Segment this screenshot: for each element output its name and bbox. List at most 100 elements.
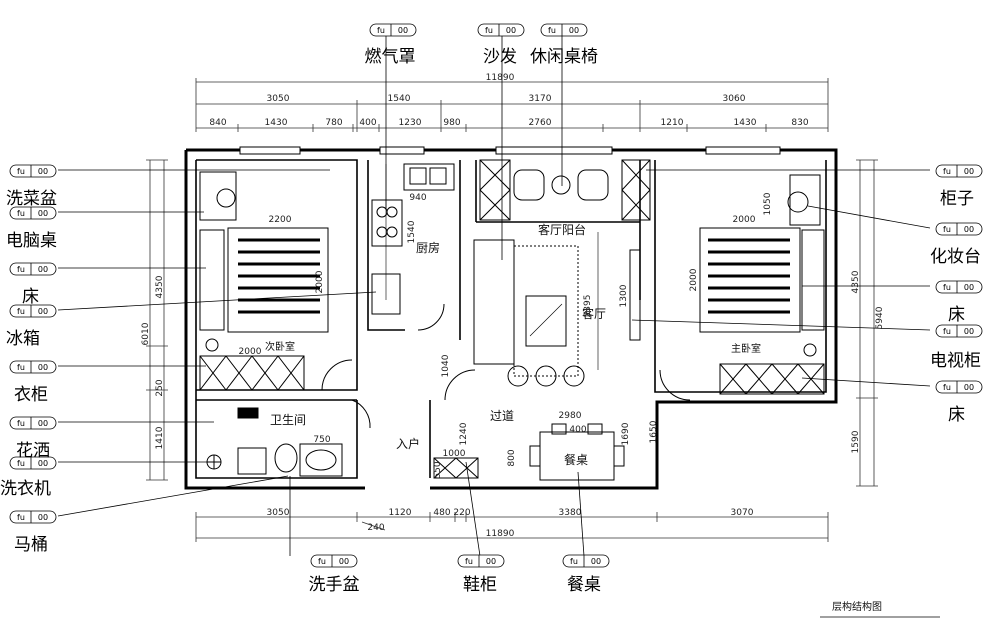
dim-left-mid: 4350 bbox=[155, 275, 165, 298]
kitchen-fixtures bbox=[371, 163, 455, 331]
room-secondary-bedroom: 次卧室 bbox=[265, 340, 295, 353]
label-sofa: 沙发 bbox=[483, 47, 517, 67]
dim-seg-3: 780 bbox=[325, 118, 342, 128]
callout-tag: fu 00 bbox=[540, 23, 588, 37]
svg-text:1000: 1000 bbox=[443, 449, 466, 459]
dim-seg-8: 1210 bbox=[661, 118, 684, 128]
dim-bottom-4: 220 bbox=[453, 508, 470, 518]
leader-lines bbox=[57, 36, 931, 557]
windows bbox=[239, 146, 781, 155]
master-bedroom-furniture bbox=[659, 174, 825, 401]
tag-left-text: fu bbox=[17, 307, 25, 316]
side-dimensions bbox=[146, 159, 878, 487]
tag-right-text: 00 bbox=[569, 26, 579, 35]
dim-bottom-3: 480 bbox=[433, 508, 450, 518]
bathroom-fixtures bbox=[206, 399, 371, 477]
dim-left-b1: 250 bbox=[155, 379, 165, 396]
tag-right-text: 00 bbox=[486, 557, 496, 566]
svg-text:1050: 1050 bbox=[763, 192, 773, 215]
dining-furniture bbox=[433, 423, 625, 481]
svg-text:2000: 2000 bbox=[315, 270, 325, 293]
dim-right-mid: 4350 bbox=[851, 270, 861, 293]
label-washing-machine: 洗衣机 bbox=[0, 479, 51, 499]
room-dining: 餐桌 bbox=[564, 452, 588, 467]
tags: fu 00 fu 00 fu 00 fu 00 fu 00 fu 00 fu 00 fu 00 fu 00 fu 00… bbox=[9, 23, 983, 568]
svg-text:1040: 1040 bbox=[441, 354, 451, 377]
tag-right-text: 00 bbox=[339, 557, 349, 566]
inner-walls bbox=[195, 159, 827, 479]
tag-left-text: fu bbox=[485, 26, 493, 35]
dim-total-top: 11890 bbox=[486, 73, 515, 83]
svg-text:2000: 2000 bbox=[239, 347, 262, 357]
dim-total-bottom: 11890 bbox=[486, 529, 515, 539]
top-dimensions bbox=[195, 78, 829, 132]
dim-top-4: 3060 bbox=[723, 94, 746, 104]
tag-left-text: fu bbox=[943, 167, 951, 176]
callout-tag: fu 00 bbox=[935, 222, 983, 236]
secondary-bedroom-furniture bbox=[199, 171, 353, 391]
label-gas-hood: 燃气罩 bbox=[365, 47, 416, 67]
bottom-dimensions bbox=[195, 512, 829, 542]
tag-left-text: fu bbox=[943, 327, 951, 336]
dim-bottom-extra: 240 bbox=[367, 523, 384, 533]
tag-right-text: 00 bbox=[38, 209, 48, 218]
svg-text:1240: 1240 bbox=[459, 422, 469, 445]
label-bed-master-2: 床 bbox=[948, 405, 965, 425]
svg-text:550: 550 bbox=[433, 461, 443, 478]
svg-text:800: 800 bbox=[507, 449, 517, 466]
drawing-title: 层构结构图 bbox=[832, 600, 882, 613]
tag-right-text: 00 bbox=[964, 225, 974, 234]
label-cabinet: 柜子 bbox=[940, 189, 974, 209]
label-fridge: 冰箱 bbox=[6, 329, 40, 349]
svg-text:2000: 2000 bbox=[689, 268, 699, 291]
tag-left-text: fu bbox=[17, 363, 25, 372]
callout-tag: fu 00 bbox=[9, 416, 57, 430]
label-wash-basin-kitchen: 洗菜盆 bbox=[6, 189, 57, 209]
tag-right-text: 00 bbox=[38, 419, 48, 428]
tag-right-text: 00 bbox=[398, 26, 408, 35]
tag-left-text: fu bbox=[17, 513, 25, 522]
svg-text:1300: 1300 bbox=[619, 284, 629, 307]
dim-right-lower: 1590 bbox=[851, 430, 861, 453]
tag-left-text: fu bbox=[570, 557, 578, 566]
tag-left-text: fu bbox=[318, 557, 326, 566]
tag-right-text: 00 bbox=[38, 363, 48, 372]
room-living-balcony: 客厅阳台 bbox=[538, 222, 586, 237]
tag-left-text: fu bbox=[17, 459, 25, 468]
dim-seg-9: 1430 bbox=[734, 118, 757, 128]
callout-tag: fu 00 bbox=[457, 554, 505, 568]
tag-right-text: 00 bbox=[506, 26, 516, 35]
tag-left-text: fu bbox=[943, 225, 951, 234]
tag-right-text: 00 bbox=[964, 283, 974, 292]
svg-text:2000: 2000 bbox=[733, 215, 756, 225]
svg-text:2980: 2980 bbox=[559, 411, 582, 421]
label-bed-master: 床 bbox=[948, 305, 965, 325]
dim-seg-10: 830 bbox=[791, 118, 808, 128]
label-shoe-cabinet: 鞋柜 bbox=[463, 575, 497, 595]
dim-right-outer: 5940 bbox=[875, 306, 885, 329]
label-wash-basin: 洗手盆 bbox=[309, 575, 360, 595]
svg-text:750: 750 bbox=[313, 435, 330, 445]
label-wardrobe: 衣柜 bbox=[14, 385, 48, 405]
callout-tag: fu 00 bbox=[477, 23, 525, 37]
tag-right-text: 00 bbox=[964, 327, 974, 336]
dim-seg-4: 400 bbox=[359, 118, 376, 128]
dim-seg-7: 2760 bbox=[529, 118, 552, 128]
tag-left-text: fu bbox=[465, 557, 473, 566]
dim-seg-1: 840 bbox=[209, 118, 226, 128]
tag-left-text: fu bbox=[17, 419, 25, 428]
room-entrance: 入户 bbox=[396, 436, 420, 451]
label-dining-table: 餐桌 bbox=[567, 575, 601, 595]
label-toilet: 马桶 bbox=[14, 535, 48, 555]
tag-left-text: fu bbox=[548, 26, 556, 35]
label-dressing-table: 化妆台 bbox=[930, 247, 981, 267]
